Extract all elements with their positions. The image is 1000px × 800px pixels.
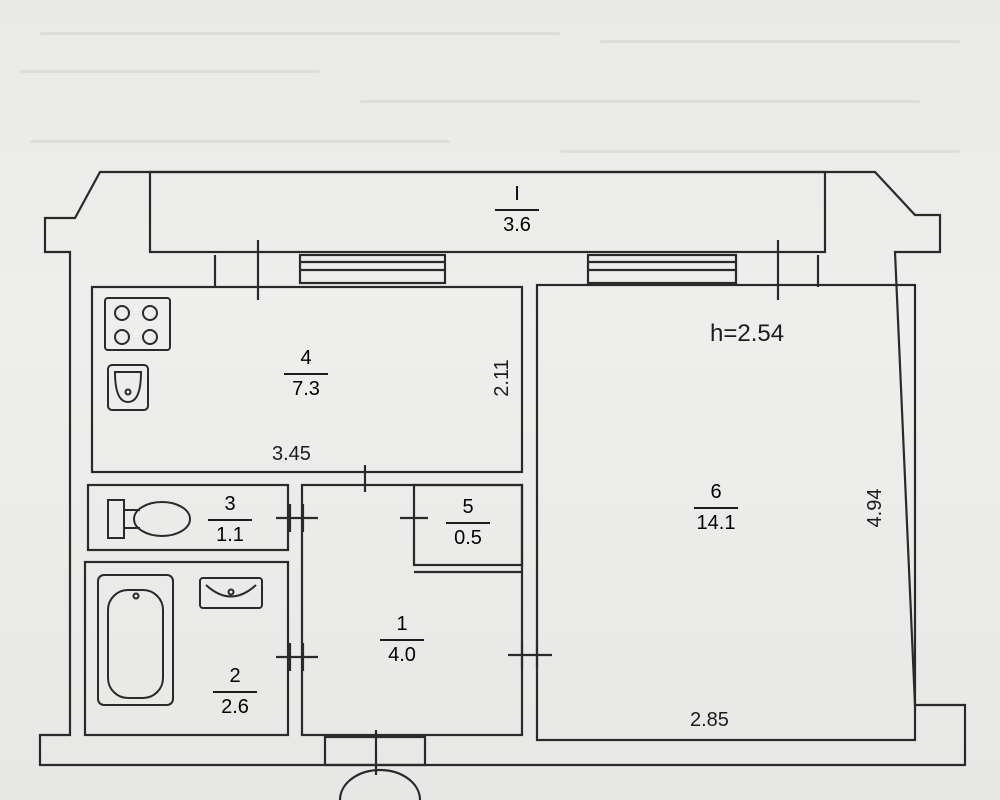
room-label-3: 3 1.1 (200, 493, 260, 547)
room-label-1: 1 4.0 (372, 613, 432, 667)
fraction-bar (284, 373, 328, 375)
toilet-icon (107, 499, 191, 539)
dimension-kitchen-depth: 2.11 (491, 359, 513, 397)
room-6-living (535, 283, 917, 742)
balcony-room-I (148, 170, 827, 254)
fraction-bar (213, 691, 257, 693)
stove-icon (104, 297, 171, 351)
ceiling-height-label: h=2.54 (710, 320, 785, 347)
background-smudge (40, 32, 560, 35)
room-number: 3 (224, 493, 236, 515)
room-2-bathroom (83, 560, 290, 737)
room-number: 6 (710, 481, 722, 503)
background-smudge (20, 70, 320, 73)
room-label-I: I 3.6 (487, 183, 547, 237)
room-number: 4 (300, 347, 312, 369)
room-area: 0.5 (454, 527, 482, 549)
background-smudge (600, 40, 960, 43)
room-number: 1 (396, 613, 408, 635)
room-4-kitchen (90, 285, 524, 474)
room-number: I (514, 183, 520, 205)
fraction-bar (694, 507, 738, 509)
fraction-bar (380, 639, 424, 641)
washbasin-icon (199, 577, 263, 609)
room-label-4: 4 7.3 (276, 347, 336, 401)
room-area: 7.3 (292, 378, 320, 400)
outer-wall (38, 170, 967, 767)
room-area: 1.1 (216, 524, 244, 546)
room-label-5: 5 0.5 (438, 496, 498, 550)
fraction-bar (495, 209, 539, 211)
room-area: 14.1 (696, 512, 736, 534)
room-area: 4.0 (388, 644, 416, 666)
background-smudge (560, 150, 960, 153)
room-label-6: 6 14.1 (686, 481, 746, 535)
kitchen-sink-icon (107, 364, 149, 411)
room-area: 3.6 (503, 214, 531, 236)
room-area: 2.6 (221, 696, 249, 718)
room-number: 2 (229, 665, 241, 687)
room-label-2: 2 2.6 (205, 665, 265, 719)
fraction-bar (446, 522, 490, 524)
room-number: 5 (462, 496, 474, 518)
room-5-closet (412, 483, 524, 567)
background-smudge (360, 100, 920, 103)
dimension-living-width: 2.85 (690, 709, 729, 731)
dimension-living-depth: 4.94 (864, 488, 886, 528)
dimension-kitchen-width: 3.45 (272, 443, 311, 465)
fraction-bar (208, 519, 252, 521)
bathtub-icon (97, 574, 174, 706)
room-1-hallway (300, 483, 524, 737)
background-smudge (30, 140, 450, 143)
